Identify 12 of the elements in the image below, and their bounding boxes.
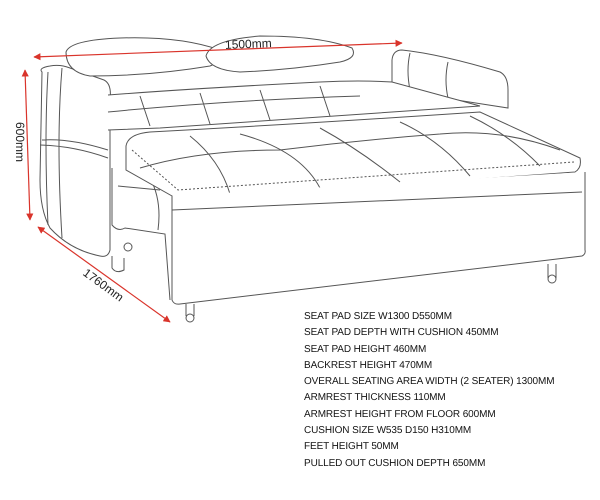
spec-text: PULLED OUT CUSHION DEPTH 650MM <box>304 456 486 471</box>
spec-text: ARMREST THICKNESS 110MM <box>304 391 447 406</box>
spec-text: FEET HEIGHT 50MM <box>304 440 400 454</box>
spec-text: BACKREST HEIGHT 470MM <box>304 358 434 373</box>
spec-text: SEAT PAD DEPTH WITH CUSHION 450MM <box>304 326 500 340</box>
spec-text: OVERALL SEATING AREA WIDTH (2 SEATER) 1300MM <box>304 375 554 390</box>
dimension-label: 600mm <box>14 122 26 162</box>
spec-text: SEAT PAD HEIGHT 460MM <box>304 342 428 357</box>
spec-text: CUSHION SIZE W535 D150 H310MM <box>304 424 472 438</box>
dimension-label: 1500mm <box>224 37 272 51</box>
spec-text: ARMREST HEIGHT FROM FLOOR 600MM <box>304 408 497 422</box>
spec-text: SEAT PAD SIZE W1300 D550MM <box>304 310 454 324</box>
